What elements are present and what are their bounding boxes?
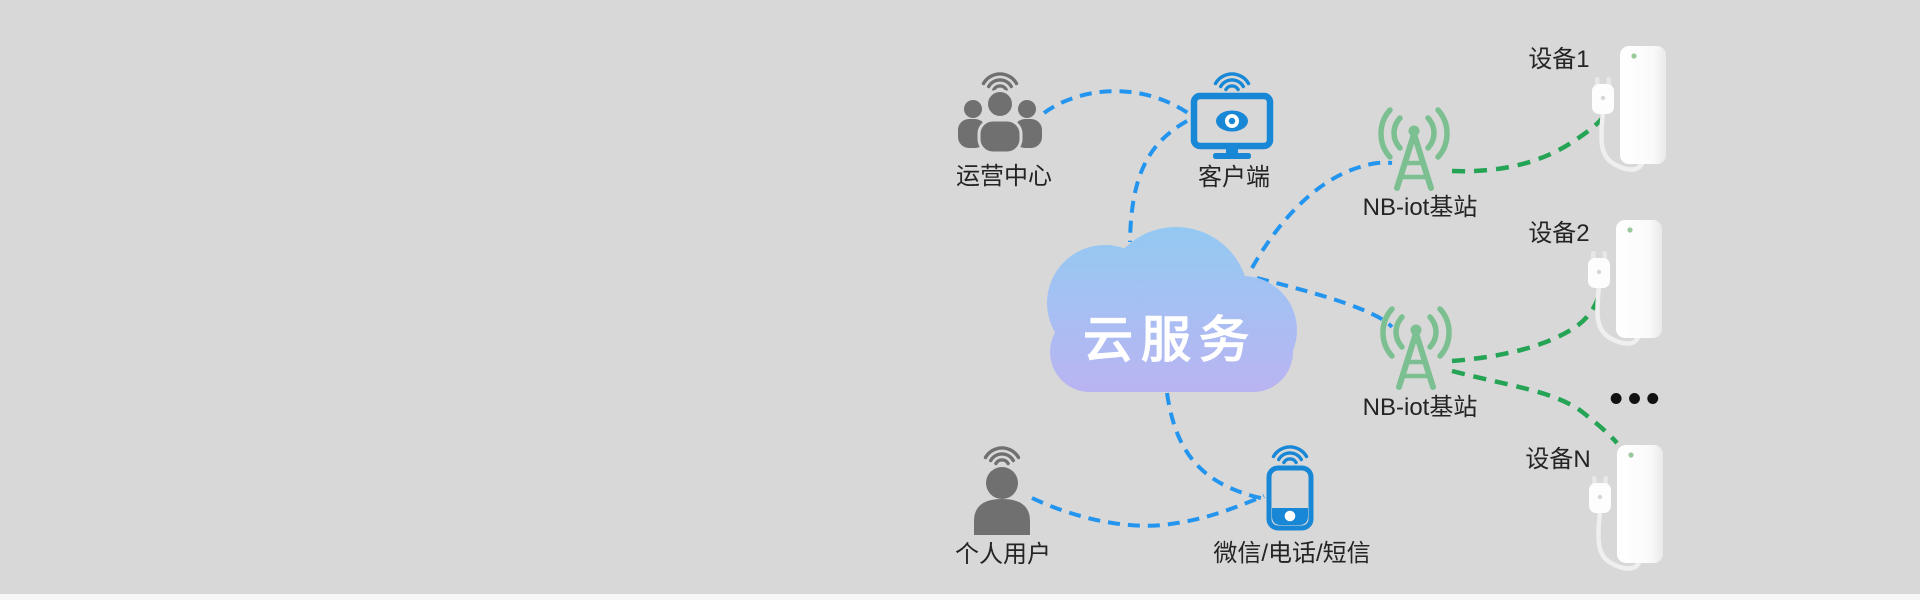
contact-channels-label: 微信/电话/短信 [1213,540,1371,567]
blue-connections [1031,89,1394,528]
phone-icon [1266,445,1314,531]
green-connections [1451,115,1619,445]
home-button-icon [1284,510,1296,522]
nb-iot-station-1-label: NB-iot基站 [1362,194,1478,221]
operations-center-label: 运营中心 [956,163,1052,190]
link-station1-to-device1 [1451,115,1605,174]
nb-iot-tower-icon-1 [1381,110,1447,188]
link-client-to-cloud [1128,119,1188,243]
nb-iot-tower-icon-2 [1383,309,1449,387]
more-devices-ellipsis: ••• [1609,378,1665,420]
device-n-label: 设备N [1525,446,1591,473]
device-1-label: 设备1 [1528,46,1590,73]
link-station2-to-device2 [1451,297,1601,364]
link-operations-to-client [1042,89,1190,115]
link-user-to-phone [1031,494,1265,528]
cloud-service-label: 云服务 [1083,312,1257,368]
device-n-sensor [1589,445,1663,568]
personal-user-label: 个人用户 [955,541,1051,568]
wifi-icon [1271,445,1309,465]
link-cloud-to-station1 [1250,160,1393,269]
personal-user-icon [974,446,1030,535]
device-2-label: 设备2 [1528,220,1590,247]
client-label: 客户端 [1198,164,1270,191]
cloud-shape [1047,227,1297,392]
wifi-icon [981,72,1019,92]
nb-iot-station-2-label: NB-iot基站 [1362,394,1478,421]
device-2-sensor [1588,220,1662,343]
operations-center-icon [958,72,1042,155]
wifi-icon [983,446,1021,466]
wifi-icon [1213,72,1251,92]
bottom-page-strip [0,594,1920,600]
link-cloud-to-phone [1165,392,1266,501]
device-1-sensor [1592,46,1666,169]
client-monitor-icon [1190,72,1274,159]
